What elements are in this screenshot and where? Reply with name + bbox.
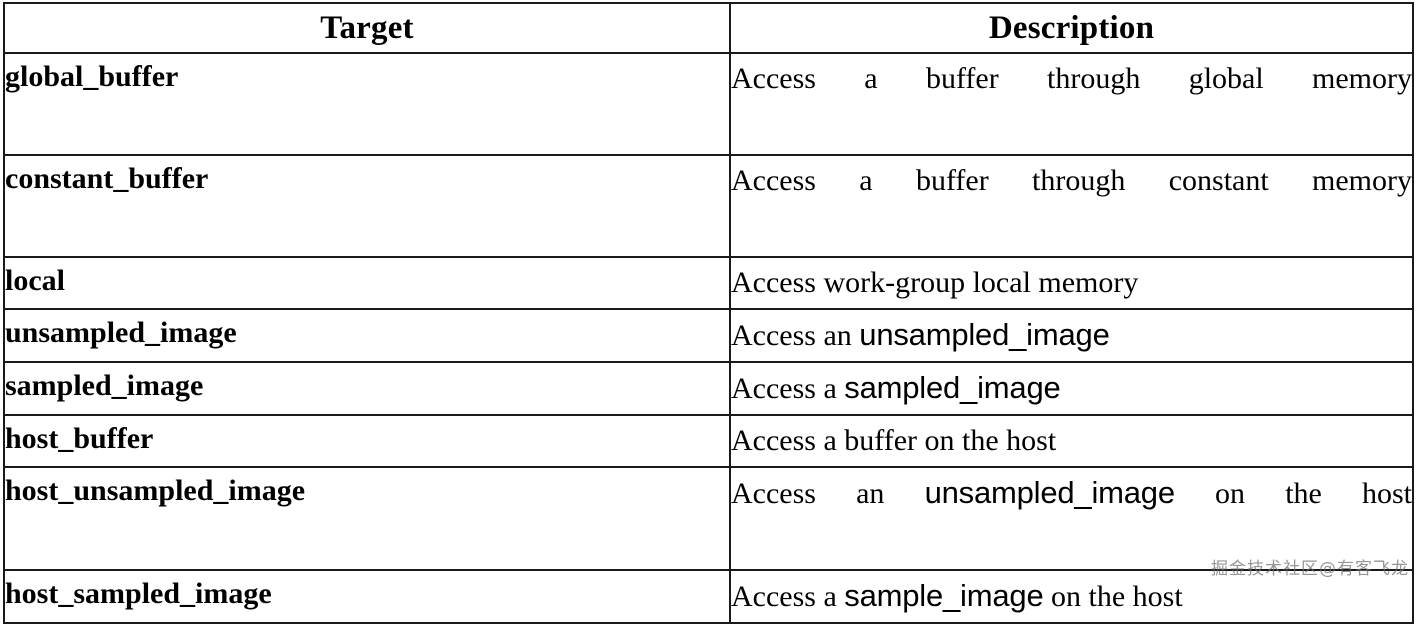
target-cell: local [3,256,731,310]
description-fragment: Access a buffer through constant memory [731,164,1412,197]
target-cell: host_sampled_image [3,569,731,624]
table-header: Target Description [3,2,1414,54]
target-cell: host_buffer [3,414,731,468]
description-cell: Access an unsampled_image [729,308,1414,363]
description-cell: Access a sample_image on the host [729,569,1414,624]
description-fragment: Access an [731,319,860,352]
description-fragment: Access a buffer through global memory [731,62,1412,95]
description-cell: Access a buffer through constant memory [729,154,1414,258]
target-cell: constant_buffer [3,154,731,258]
description-text: Access a sample_image on the host [731,571,1412,622]
description-cell: Access a buffer through global memory [729,52,1414,156]
description-cell: Access an unsampled_image on the host [729,466,1414,571]
code-identifier: unsampled_image [924,475,1176,510]
description-text: Access an unsampled_image on the host [731,468,1412,569]
description-fragment: Access work-group local memory [731,266,1139,299]
description-fragment: Access a [731,580,845,613]
code-identifier: sampled_image [844,370,1061,405]
header-row: Target Description [3,2,1414,54]
description-cell: Access work-group local memory [729,256,1414,310]
description-text: Access work-group local memory [731,258,1412,308]
description-text: Access a buffer through global memory [731,54,1412,154]
description-text: Access a sampled_image [731,363,1412,414]
description-fragment: Access a buffer on the host [731,424,1057,457]
description-cell: Access a sampled_image [729,361,1414,416]
description-fragment: Access a [731,372,845,405]
target-cell: host_unsampled_image [3,466,731,571]
description-text: Access an unsampled_image [731,310,1412,361]
code-identifier: unsampled_image [859,317,1110,352]
description-cell: Access a buffer on the host [729,414,1414,468]
description-fragment: Access an [731,477,925,510]
header-description: Description [729,2,1414,54]
target-cell: global_buffer [3,52,731,156]
target-cell: unsampled_image [3,308,731,363]
description-fragment: on the host [1174,477,1412,510]
code-identifier: sample_image [844,578,1044,613]
description-text: Access a buffer on the host [731,416,1412,466]
description-text: Access a buffer through constant memory [731,156,1412,256]
description-fragment: on the host [1043,580,1183,613]
header-target: Target [3,2,731,54]
target-cell: sampled_image [3,361,731,416]
